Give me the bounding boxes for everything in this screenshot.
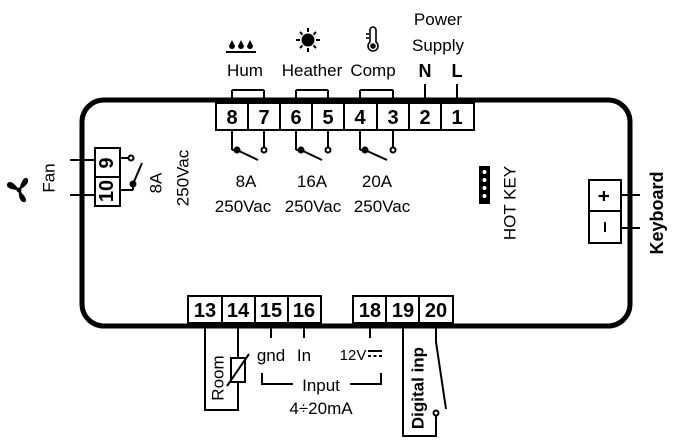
- hot-key-label: HOT KEY: [500, 166, 519, 240]
- fan-wires: [70, 154, 143, 196]
- terminal-10: 10: [96, 180, 118, 202]
- terminal-9: 9: [96, 157, 118, 168]
- terminal-19: 19: [392, 300, 414, 322]
- relay3-volt: 250Vac: [354, 197, 411, 216]
- input-label: Input: [302, 376, 340, 395]
- terminal-13: 13: [194, 300, 216, 322]
- relay1-volt: 250Vac: [215, 197, 272, 216]
- in-label: In: [297, 346, 311, 365]
- terminal-14: 14: [227, 300, 250, 322]
- keyboard-wires: [621, 194, 640, 229]
- input-wires: [261, 323, 382, 385]
- comp-label: Comp: [350, 61, 395, 80]
- sun-heater-icon: [296, 28, 320, 52]
- terminal-2: 2: [419, 107, 430, 129]
- room-probe-wiring: [204, 323, 239, 411]
- gnd-label: gnd: [257, 346, 285, 365]
- top-terminal-block: 8 7 6 5 4 3 2 1: [215, 102, 475, 131]
- relay-switches: [231, 130, 397, 161]
- terminal-6: 6: [290, 107, 301, 129]
- humidity-drops-icon: [226, 40, 256, 53]
- terminal-3: 3: [387, 107, 398, 129]
- top-lead-wires: [231, 84, 458, 103]
- digital-input-wiring: [402, 323, 447, 437]
- fan-terminal-block: 9 10: [94, 147, 121, 207]
- fan-volt-label: 250Vac: [173, 149, 192, 206]
- digital-inp-label: Digital inp: [408, 347, 427, 429]
- relay2-amp: 16A: [297, 172, 328, 191]
- terminal-16: 16: [293, 300, 315, 322]
- terminal-18: 18: [359, 300, 381, 322]
- top-labels: Hum Heather Comp Power Supply N L: [226, 10, 464, 81]
- controller-body: [79, 97, 633, 329]
- terminal-5: 5: [322, 107, 333, 129]
- dc-symbol-icon: [368, 350, 382, 357]
- room-label: Room: [208, 355, 227, 400]
- keyboard-label: Keyboard: [647, 171, 667, 254]
- terminal-8: 8: [226, 107, 237, 129]
- keyboard-plus-terminal: +: [593, 190, 615, 202]
- terminal-20: 20: [425, 300, 447, 322]
- thermistor-icon: [226, 345, 250, 387]
- bottom-terminal-block-right: 18 19 20: [352, 295, 454, 324]
- terminal-15: 15: [260, 300, 282, 322]
- relay1-amp: 8A: [236, 172, 257, 191]
- terminal-4: 4: [354, 107, 366, 129]
- fan-amp-label: 8A: [146, 172, 165, 193]
- bottom-terminal-block-left: 13 14 15 16: [187, 295, 322, 324]
- keyboard-minus-terminal: –: [593, 221, 615, 232]
- relay2-volt: 250Vac: [285, 197, 342, 216]
- fan-label: Fan: [39, 163, 58, 192]
- compressor-thermometer-icon: [366, 26, 379, 52]
- heather-label: Heather: [282, 61, 343, 80]
- neutral-label: N: [419, 61, 432, 81]
- supply-label: Supply: [412, 36, 464, 55]
- power-label: Power: [414, 10, 463, 29]
- hot-key-connector-icon: [479, 166, 490, 204]
- hum-label: Hum: [227, 61, 263, 80]
- input-range-label: 4÷20mA: [289, 399, 353, 418]
- line-label: L: [452, 61, 463, 81]
- relay3-amp: 20A: [362, 172, 393, 191]
- terminal-7: 7: [258, 107, 269, 129]
- keyboard-terminal-block: + –: [588, 179, 622, 244]
- fan-icon: [6, 177, 29, 203]
- terminal-1: 1: [451, 107, 462, 129]
- twelve-volt-label: 12V: [340, 347, 367, 364]
